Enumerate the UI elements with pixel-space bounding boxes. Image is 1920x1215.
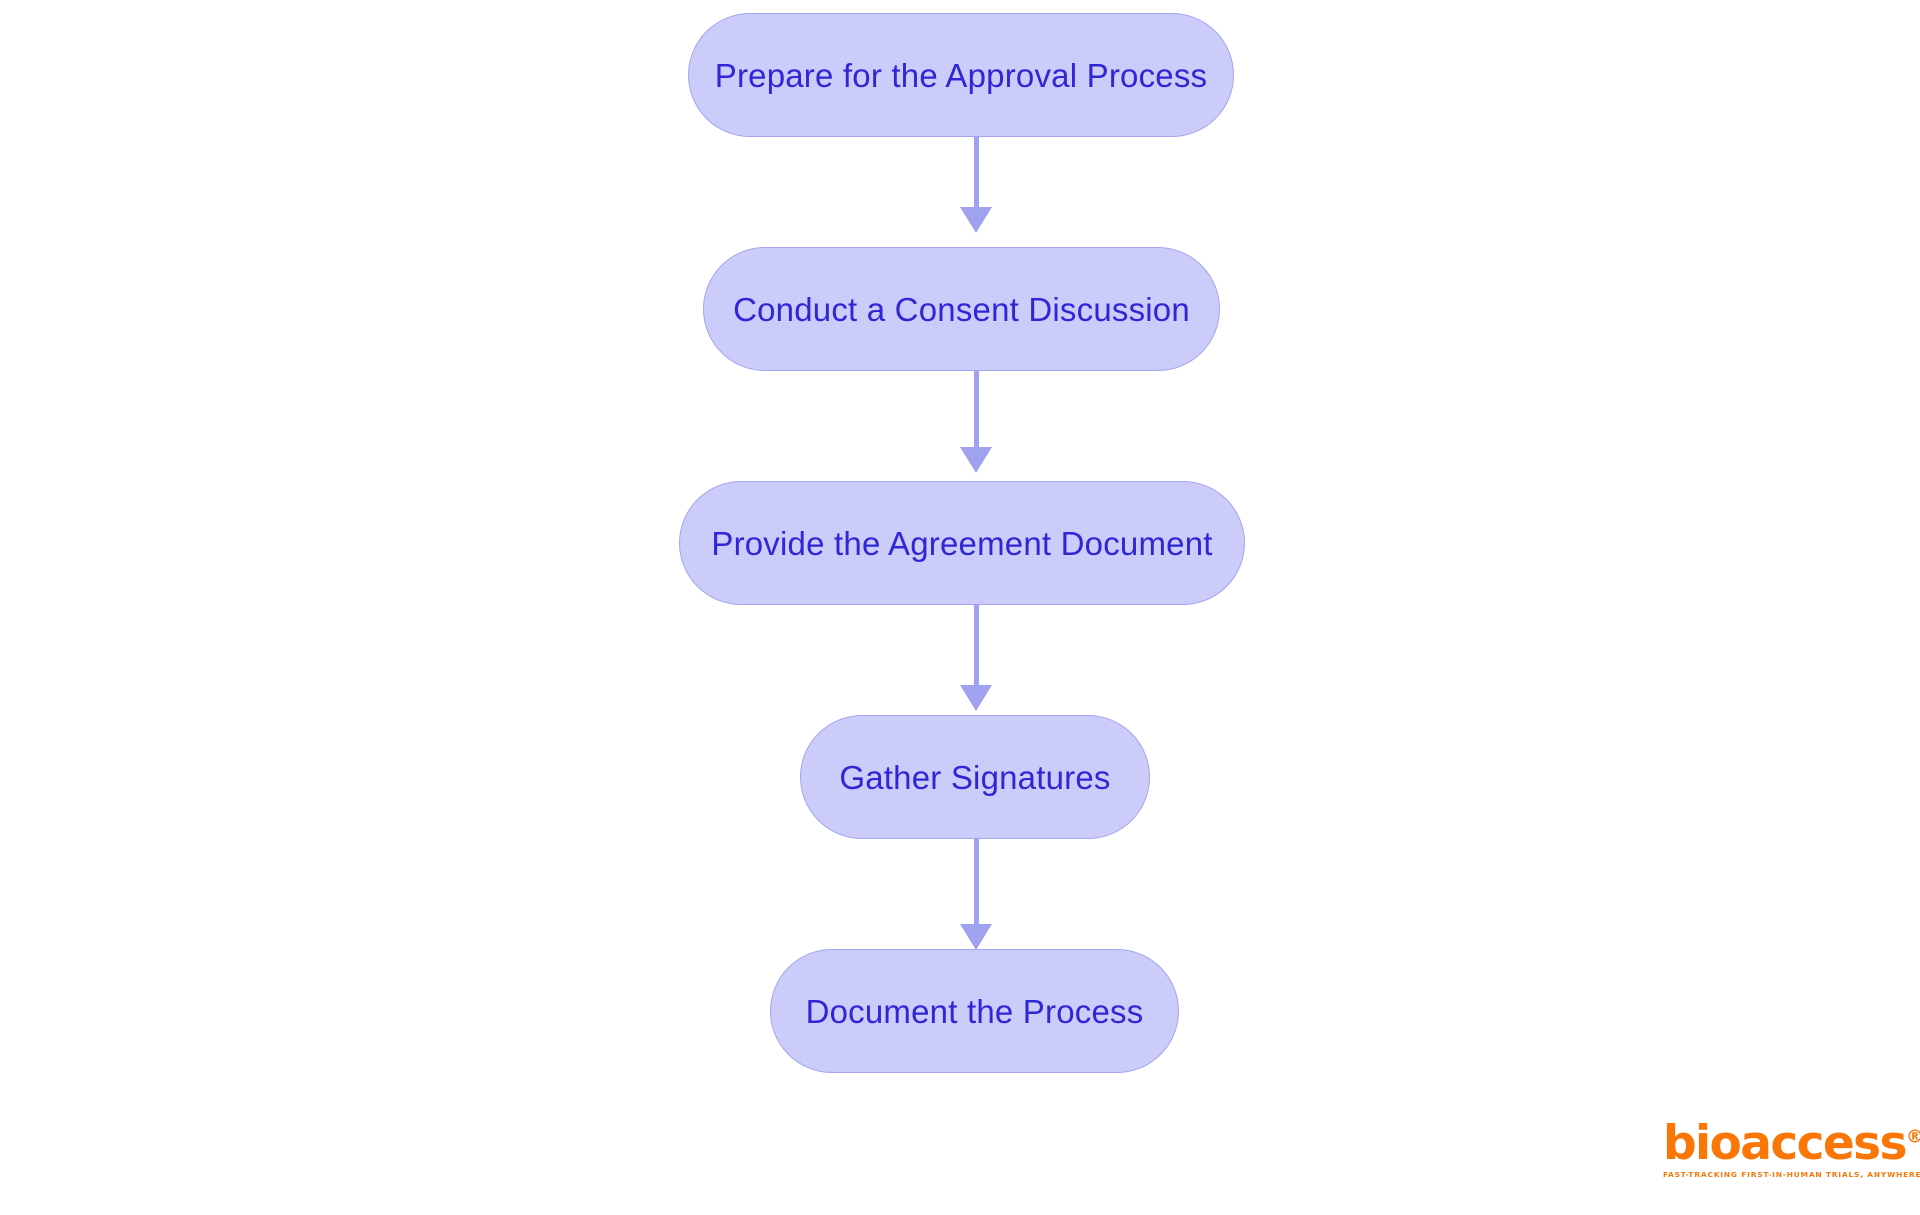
arrow-head-icon xyxy=(960,685,992,711)
flow-connector-4-5 xyxy=(956,839,996,950)
flow-node-provide-agreement[interactable]: Provide the Agreement Document xyxy=(679,481,1245,605)
arrow-head-icon xyxy=(960,447,992,473)
connector-line xyxy=(973,137,979,207)
flow-node-document-process[interactable]: Document the Process xyxy=(770,949,1179,1073)
registered-trademark-icon: ® xyxy=(1905,1126,1920,1148)
connector-line xyxy=(973,371,979,447)
flow-node-gather-signatures[interactable]: Gather Signatures xyxy=(800,715,1150,839)
bioaccess-logo: bioaccess® FAST-TRACKING FIRST-IN-HUMAN … xyxy=(1663,1120,1920,1179)
flow-node-consent-discussion[interactable]: Conduct a Consent Discussion xyxy=(703,247,1220,371)
arrow-head-icon xyxy=(960,924,992,950)
arrow-head-icon xyxy=(960,207,992,233)
flow-node-prepare-approval[interactable]: Prepare for the Approval Process xyxy=(688,13,1234,137)
flow-node-label: Provide the Agreement Document xyxy=(711,524,1213,562)
flow-connector-1-2 xyxy=(956,137,996,233)
logo-tagline: FAST-TRACKING FIRST-IN-HUMAN TRIALS, ANY… xyxy=(1663,1170,1920,1179)
connector-line xyxy=(973,605,979,685)
flow-node-label: Conduct a Consent Discussion xyxy=(733,290,1190,328)
logo-wordmark: bioaccess® xyxy=(1663,1120,1920,1167)
logo-wordmark-text: bioaccess xyxy=(1663,1116,1908,1171)
flow-node-label: Document the Process xyxy=(805,992,1144,1030)
connector-line xyxy=(973,839,979,924)
flow-connector-3-4 xyxy=(956,605,996,711)
flow-node-label: Gather Signatures xyxy=(839,758,1111,796)
flow-connector-2-3 xyxy=(956,371,996,473)
flow-node-label: Prepare for the Approval Process xyxy=(714,56,1208,94)
